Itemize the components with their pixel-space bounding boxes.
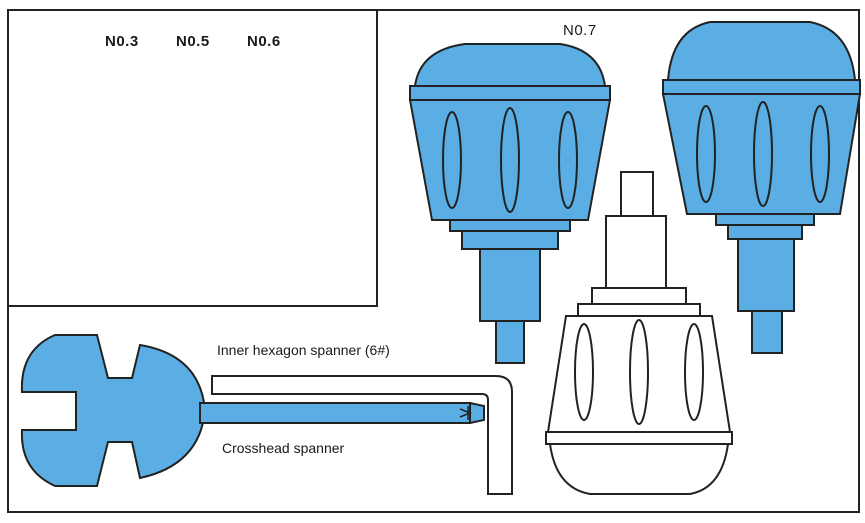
crosshead-spanner-head bbox=[20, 334, 207, 487]
label-no3: N0.3 bbox=[105, 33, 139, 50]
upper-left-panel bbox=[7, 9, 378, 307]
crosshead-spanner-tip bbox=[469, 401, 485, 425]
knob-left-cap bbox=[413, 43, 607, 87]
knob-right-collar-1 bbox=[715, 213, 815, 226]
knob-white-cap bbox=[548, 443, 730, 495]
label-inner-hex-spanner: Inner hexagon spanner (6#) bbox=[217, 342, 390, 358]
knob-right-band bbox=[662, 79, 861, 95]
knob-right bbox=[661, 21, 862, 354]
knob-white-groove-3 bbox=[684, 323, 704, 421]
knob-right-body bbox=[661, 93, 862, 215]
knob-left-tip bbox=[495, 320, 525, 364]
knob-right-groove-3 bbox=[810, 105, 830, 203]
knob-right-shaft bbox=[737, 238, 795, 312]
knob-white-tip bbox=[620, 171, 654, 217]
knob-right-groove-2 bbox=[753, 101, 773, 207]
label-no6: N0.6 bbox=[247, 33, 281, 50]
knob-white-groove-1 bbox=[574, 323, 594, 421]
knob-left-collar-1 bbox=[449, 219, 571, 232]
knob-left-shaft bbox=[479, 248, 541, 322]
knob-left-groove-1 bbox=[442, 111, 462, 209]
label-no5: N0.5 bbox=[176, 33, 210, 50]
knob-white-collar-2 bbox=[577, 303, 701, 317]
crosshead-spanner-tip-cross bbox=[459, 406, 473, 420]
knob-right-cap bbox=[666, 21, 857, 81]
hex-key bbox=[211, 375, 513, 495]
label-no7: N0.7 bbox=[563, 22, 597, 39]
knob-white bbox=[545, 171, 733, 495]
knob-left-groove-3 bbox=[558, 111, 578, 209]
knob-right-collar-2 bbox=[727, 224, 803, 240]
knob-white-band bbox=[545, 431, 733, 445]
knob-white-collar-1 bbox=[591, 287, 687, 305]
crosshead-spanner-shaft bbox=[199, 402, 471, 424]
knob-left-groove-2 bbox=[500, 107, 520, 213]
knob-left-collar-2 bbox=[461, 230, 559, 250]
knob-right-groove-1 bbox=[696, 105, 716, 203]
knob-white-groove-2 bbox=[629, 319, 649, 425]
knob-left-body bbox=[408, 99, 612, 221]
label-crosshead-spanner: Crosshead spanner bbox=[222, 440, 345, 456]
knob-left bbox=[408, 43, 612, 364]
knob-left-band bbox=[409, 85, 611, 101]
knob-white-shaft bbox=[605, 215, 667, 289]
knob-right-tip bbox=[751, 310, 783, 354]
